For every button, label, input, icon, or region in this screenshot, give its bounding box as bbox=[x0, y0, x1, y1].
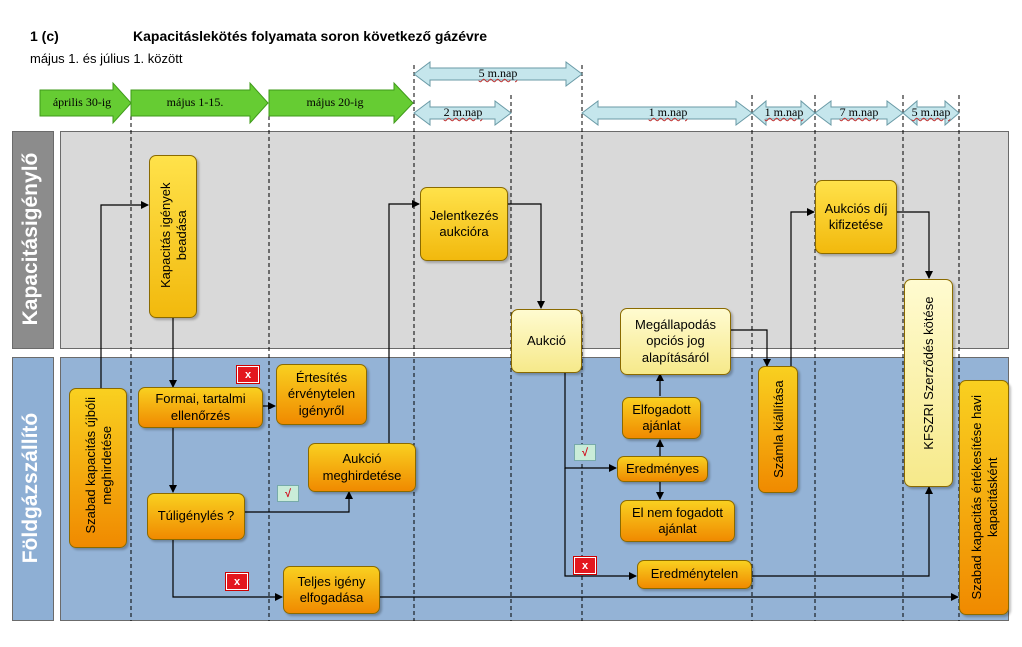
node-szamla-kiallitasa: Számla kiállítása bbox=[758, 366, 798, 493]
duration-label-d5: 5 m.nap bbox=[911, 105, 951, 119]
node-aukcio: Aukció bbox=[511, 309, 582, 373]
x-mark-unsuccessful: x bbox=[574, 557, 596, 574]
node-kfszri: KFSZRI Szerződés kötése bbox=[904, 279, 953, 487]
duration-label-top: 5 m.nap bbox=[478, 66, 518, 80]
diagram-title: Kapacitáslekötés folyamata soron követke… bbox=[133, 28, 488, 44]
phase-arrows bbox=[39, 81, 414, 125]
node-aukcios-dij: Aukciós díj kifizetése bbox=[815, 180, 897, 254]
node-teljes-igeny: Teljes igény elfogadása bbox=[283, 566, 380, 614]
node-el-nem-fogadott: El nem fogadott ajánlat bbox=[620, 500, 735, 542]
lane-label-top-box bbox=[12, 131, 54, 349]
phase-label-may-1-15: május 1-15. bbox=[166, 95, 224, 109]
node-kapacitas-igenyek: Kapacitás igények beadása bbox=[149, 155, 197, 318]
duration-label-d2: 1 m.nap bbox=[648, 105, 688, 119]
node-jelentkezes-aukciora: Jelentkezés aukcióra bbox=[420, 187, 508, 261]
node-aukcio-meghirdetese: Aukció meghirdetése bbox=[308, 443, 416, 492]
node-szabad-kapacitas-ertekesites: Szabad kapacitás értékesítése havi kapac… bbox=[959, 380, 1009, 615]
x-mark-no-overbooking: x bbox=[226, 573, 248, 590]
phase-label-may-20: május 20-ig bbox=[306, 95, 364, 109]
check-mark-overbooking: √ bbox=[277, 485, 299, 502]
duration-label-d1: 2 m.nap bbox=[443, 105, 483, 119]
diagram-number: 1 (c) bbox=[30, 28, 59, 44]
node-eredmenytelen: Eredménytelen bbox=[637, 560, 752, 589]
node-formai-ellenorzes: Formai, tartalmi ellenőrzés bbox=[138, 387, 263, 428]
node-eredmenyes: Eredményes bbox=[617, 456, 708, 482]
node-szabad-kapacitas-ujboli: Szabad kapacitás újbóli meghirdetése bbox=[69, 388, 127, 548]
duration-arrows bbox=[413, 61, 960, 127]
node-tuligenyles: Túligénylés ? bbox=[147, 493, 245, 540]
node-elfogadott-ajanlat: Elfogadott ajánlat bbox=[622, 397, 701, 439]
diagram-subtitle: május 1. és július 1. között bbox=[30, 51, 183, 66]
duration-label-d4: 7 m.nap bbox=[839, 105, 879, 119]
x-mark-invalid: x bbox=[237, 366, 259, 383]
node-megallapodas: Megállapodás opciós jog alapításáról bbox=[620, 308, 731, 375]
node-ertesites: Értesítés érvénytelen igényről bbox=[276, 364, 367, 425]
check-mark-successful: √ bbox=[574, 444, 596, 461]
phase-label-april: április 30-ig bbox=[52, 95, 112, 109]
duration-label-d3: 1 m.nap bbox=[764, 105, 804, 119]
lane-label-bottom-box bbox=[12, 357, 54, 621]
